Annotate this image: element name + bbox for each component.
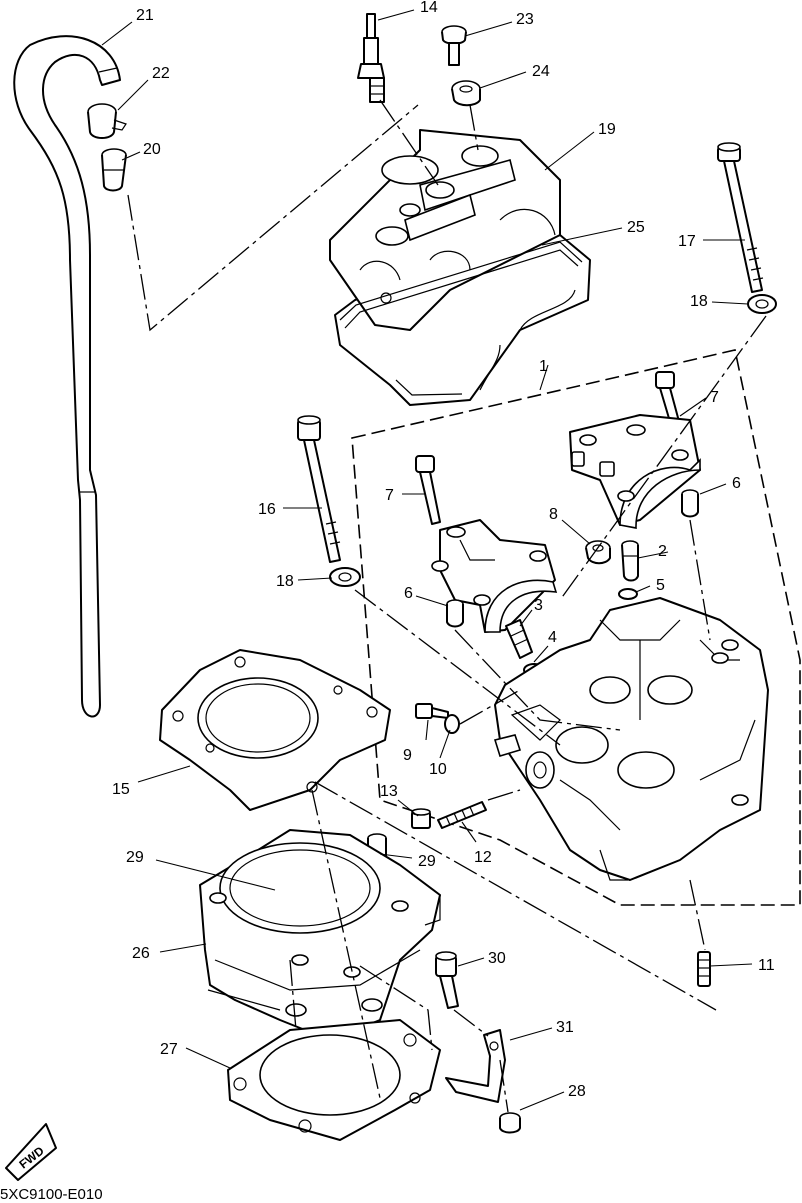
cover-bolt bbox=[441, 25, 467, 66]
callout-27: 27 bbox=[160, 1041, 178, 1058]
callout-24: 24 bbox=[532, 63, 550, 80]
callout-17: 17 bbox=[678, 233, 696, 250]
cylinder-head-gasket bbox=[159, 649, 391, 811]
callout-2: 2 bbox=[658, 543, 667, 560]
camshaft-cap-left bbox=[431, 519, 558, 633]
cover-grommet bbox=[451, 80, 481, 107]
callouts: 21 14 23 22 24 20 19 25 17 18 1 7 16 7 6… bbox=[112, 0, 775, 1100]
cylinder-base-gasket bbox=[227, 1019, 441, 1141]
callout-9: 9 bbox=[403, 747, 412, 764]
callout-29-left: 29 bbox=[126, 849, 144, 866]
stud-small bbox=[505, 619, 533, 659]
callout-6-right: 6 bbox=[732, 475, 741, 492]
callout-7-left: 7 bbox=[385, 487, 394, 504]
banjo-bolt bbox=[415, 703, 449, 719]
leader-lines bbox=[101, 9, 753, 1111]
washer-upper bbox=[747, 294, 777, 314]
o-ring-upper bbox=[618, 588, 638, 600]
callout-28: 28 bbox=[568, 1083, 586, 1100]
callout-6-left: 6 bbox=[404, 585, 413, 602]
callout-18-upper: 18 bbox=[690, 293, 708, 310]
head-assembly-outline bbox=[351, 349, 801, 906]
cylinder-bolt bbox=[435, 951, 459, 1009]
stud-bottom bbox=[697, 951, 711, 987]
dowel-right bbox=[681, 489, 699, 518]
bracket bbox=[445, 1029, 506, 1103]
cylinder-block bbox=[199, 829, 441, 1041]
spark-plug bbox=[357, 13, 385, 103]
washer-lower bbox=[329, 567, 361, 587]
callout-11: 11 bbox=[758, 957, 775, 974]
flange-bolt bbox=[411, 808, 431, 829]
bracket-bolt bbox=[499, 1112, 521, 1134]
callout-22: 22 bbox=[152, 65, 170, 82]
callout-25: 25 bbox=[627, 219, 645, 236]
callout-23: 23 bbox=[516, 11, 534, 28]
callout-10: 10 bbox=[429, 761, 447, 778]
gasket-washer bbox=[444, 714, 460, 734]
breather-hose bbox=[13, 35, 121, 718]
plug-sleeve bbox=[621, 540, 639, 582]
callout-20: 20 bbox=[143, 141, 161, 158]
camshaft-cap-right bbox=[569, 414, 701, 529]
drawing-code: 5XC9100-E010 bbox=[0, 1186, 103, 1203]
stud-bolt bbox=[437, 801, 487, 829]
head-bolt-left bbox=[297, 415, 341, 563]
callout-29-right: 29 bbox=[418, 853, 436, 870]
cap-bolt-left bbox=[415, 455, 441, 525]
callout-7-right: 7 bbox=[710, 389, 719, 406]
callout-1: 1 bbox=[539, 358, 548, 375]
callout-19: 19 bbox=[598, 121, 616, 138]
cylinder-head-cover bbox=[329, 129, 591, 406]
callout-16: 16 bbox=[258, 501, 276, 518]
callout-13: 13 bbox=[380, 783, 398, 800]
hose-fitting bbox=[101, 148, 127, 192]
callout-31: 31 bbox=[556, 1019, 574, 1036]
callout-5: 5 bbox=[656, 577, 665, 594]
callout-18-lower: 18 bbox=[276, 573, 294, 590]
callout-4: 4 bbox=[548, 629, 557, 646]
fwd-arrow-icon: FWD bbox=[5, 1123, 57, 1181]
callout-3: 3 bbox=[534, 597, 543, 614]
alignment-lines bbox=[127, 99, 767, 1113]
dowel-left bbox=[446, 599, 464, 628]
head-bolt-long bbox=[717, 142, 764, 293]
callout-8: 8 bbox=[549, 506, 558, 523]
callout-12: 12 bbox=[474, 849, 492, 866]
callout-15: 15 bbox=[112, 781, 130, 798]
callout-14: 14 bbox=[420, 0, 438, 16]
cylinder-head bbox=[493, 597, 769, 881]
callout-21: 21 bbox=[136, 7, 154, 24]
callout-30: 30 bbox=[488, 950, 506, 967]
callout-26: 26 bbox=[132, 945, 150, 962]
hose-clip bbox=[87, 103, 127, 139]
